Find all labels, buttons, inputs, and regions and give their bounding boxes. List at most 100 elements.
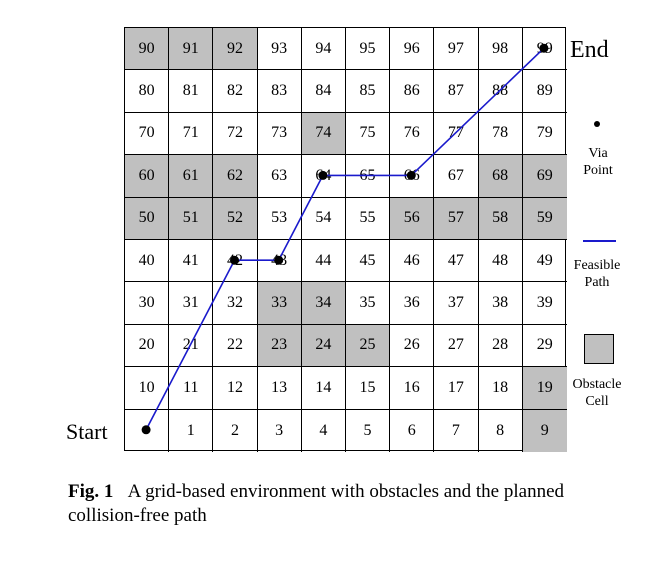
grid-cell: 86	[390, 70, 435, 113]
end-label: End	[570, 37, 609, 63]
obstacle-cell: 60	[125, 155, 170, 198]
grid-cell: 10	[125, 367, 170, 410]
grid-cell: 41	[169, 239, 214, 283]
obstacle-cell: 19	[522, 367, 567, 410]
grid-cell: 81	[169, 70, 214, 113]
grid-cell: 4	[302, 409, 346, 452]
grid-cell: 83	[257, 70, 302, 113]
grid-cell: 87	[434, 70, 479, 113]
grid-cell: 31	[169, 282, 214, 325]
grid-cell: 77	[434, 112, 479, 156]
grid-cell	[125, 409, 170, 452]
grid-cell: 7	[434, 409, 479, 452]
grid-cell: 85	[345, 70, 391, 113]
grid-cell: 47	[434, 239, 479, 283]
grid-cell: 84	[301, 70, 346, 113]
grid-cell: 80	[125, 70, 170, 113]
grid-cell: 88	[478, 70, 523, 113]
grid-cell: 48	[478, 239, 523, 283]
caption-fig-label: Fig. 1	[68, 481, 114, 502]
obstacle-cell: 50	[125, 197, 170, 240]
obstacle-cell: 59	[522, 197, 567, 240]
grid-cell: 99	[522, 28, 567, 71]
grid-cell: 6	[390, 409, 435, 452]
grid-cell: 1	[169, 409, 214, 452]
grid-cell: 22	[213, 324, 258, 368]
grid-cell: 39	[522, 282, 567, 325]
obstacle-cell: 58	[478, 197, 523, 240]
grid-cell: 79	[522, 113, 567, 156]
grid-cell: 13	[257, 367, 302, 410]
grid-cell: 55	[345, 197, 391, 240]
grid-cell: 75	[345, 112, 391, 156]
grid-cell: 72	[213, 112, 258, 156]
grid-cell: 94	[301, 28, 346, 71]
grid-cell: 29	[522, 325, 567, 368]
grid-cell: 27	[434, 324, 479, 368]
obstacle-cell: 62	[213, 155, 258, 198]
caption-text: A grid-based environment with obstacles …	[68, 481, 565, 526]
obstacle-cell: 68	[478, 155, 523, 198]
obstacle-cell: 51	[169, 197, 214, 240]
grid-cell: 43	[257, 239, 302, 283]
obstacle-cell-legend-icon	[584, 334, 614, 364]
obstacle-cell: 34	[301, 282, 346, 325]
obstacle-cell: 52	[213, 197, 258, 240]
obstacle-cell: 74	[301, 112, 346, 156]
grid-cell: 98	[478, 28, 523, 71]
grid-cell: 18	[478, 367, 523, 410]
grid-cell: 16	[390, 367, 435, 410]
grid-cell: 36	[390, 282, 435, 325]
grid-cell: 38	[478, 282, 523, 325]
grid-cell: 66	[390, 155, 435, 198]
grid-cell: 5	[346, 409, 391, 452]
grid-cell: 46	[390, 239, 435, 283]
grid-cell: 65	[345, 155, 391, 198]
grid-cell: 78	[478, 112, 523, 156]
grid-cell: 89	[522, 70, 567, 113]
grid-cell: 15	[345, 367, 391, 410]
grid-cell: 54	[301, 197, 346, 240]
grid-cell: 20	[125, 324, 170, 368]
grid-cell: 96	[390, 28, 435, 71]
grid-cell: 73	[257, 112, 302, 156]
grid-cell: 67	[434, 155, 479, 198]
grid-cell: 49	[522, 240, 567, 283]
figure-caption: Fig. 1 A grid-based environment with obs…	[68, 480, 638, 528]
obstacle-cell: 24	[301, 324, 346, 368]
grid-cell: 11	[169, 367, 214, 410]
grid-cell: 82	[213, 70, 258, 113]
grid-cell: 12	[213, 367, 258, 410]
grid-cell: 32	[213, 282, 258, 325]
grid-cell: 17	[434, 367, 479, 410]
grid-cell: 8	[479, 409, 523, 452]
grid-cell: 42	[213, 239, 258, 283]
grid-cell: 28	[478, 324, 523, 368]
start-label: Start	[66, 419, 108, 444]
grid-cell: 71	[169, 112, 214, 156]
grid-cell: 2	[213, 409, 258, 452]
grid-cell: 44	[301, 239, 346, 283]
grid-cell: 97	[434, 28, 479, 71]
obstacle-cell: 9	[522, 409, 567, 452]
grid-cell: 35	[345, 282, 391, 325]
grid-cell: 53	[257, 197, 302, 240]
grid-cell: 63	[257, 155, 302, 198]
grid-cell: 3	[258, 409, 302, 452]
grid-cell: 30	[125, 282, 170, 325]
grid-cell: 76	[390, 112, 435, 156]
obstacle-cell: 69	[522, 155, 567, 198]
obstacle-cell: 92	[213, 28, 258, 71]
grid-cell: 40	[125, 239, 170, 283]
obstacle-cell: 23	[257, 324, 302, 368]
grid-cell: 14	[301, 367, 346, 410]
obstacle-cell: 91	[169, 28, 214, 71]
via-point-legend-icon	[594, 121, 600, 127]
grid-cell: 45	[345, 239, 391, 283]
feasible-path-legend-icon	[583, 240, 616, 242]
obstacle-cell: 56	[390, 197, 435, 240]
grid-cell: 70	[125, 112, 170, 156]
